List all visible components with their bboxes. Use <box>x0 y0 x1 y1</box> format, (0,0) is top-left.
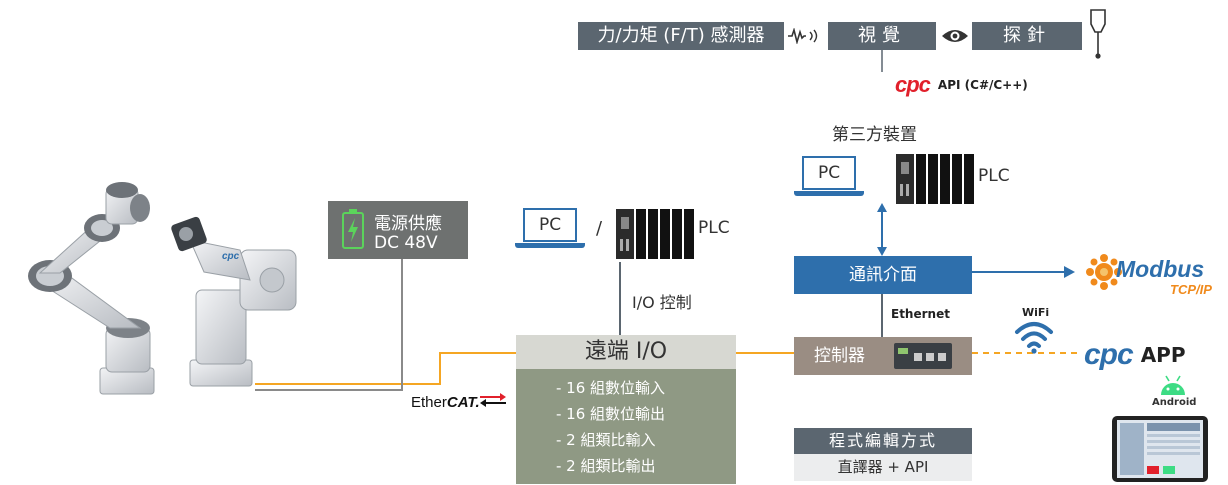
remote-io-item: - 16 組數位輸入 <box>556 379 666 397</box>
ethercat-prefix: Ether <box>411 394 447 411</box>
programming-title-label: 程式編輯方式 <box>828 431 937 450</box>
remote-io-item: - 16 組數位輸出 <box>556 405 666 423</box>
left-plc-label: PLC <box>698 218 730 238</box>
ethercat-arrows-icon <box>480 393 506 407</box>
ethernet-label: Ethernet <box>891 307 950 321</box>
programming-value-label: 直譯器 + API <box>837 458 929 476</box>
left-laptop-icon: PC <box>523 208 577 242</box>
io-control-label: I/O 控制 <box>632 293 692 312</box>
laptop-icon: PC <box>802 156 856 190</box>
pc-plc-separator: / <box>596 218 603 239</box>
cpc-logo: cpc <box>895 72 931 97</box>
api-label: API (C#/C++) <box>937 78 1028 92</box>
remote-io-list: - 16 組數位輸入 - 16 組數位輸出 - 2 組類比輸入 - 2 組類比輸… <box>516 369 736 484</box>
ethercat-cable <box>255 352 516 385</box>
api-label-group: cpc API (C#/C++) <box>895 72 1028 97</box>
programming-title: 程式編輯方式 <box>794 428 972 454</box>
remote-io-item: - 2 組類比輸入 <box>556 431 656 449</box>
tablet-icon <box>1112 416 1208 482</box>
modbus-name: Modbus <box>1116 256 1205 282</box>
controller-device-icon <box>894 343 952 369</box>
app-cpc-logo: cpc <box>1084 338 1134 371</box>
ft-sensor-box: 力/力矩 (F/T) 感測器 <box>578 22 784 50</box>
probe-icon <box>1090 9 1106 59</box>
modbus-sub: TCP/IP <box>1170 282 1212 297</box>
third-party-pc: PC <box>794 156 868 202</box>
modbus-gear-icon <box>1086 254 1122 290</box>
probe-box: 探針 <box>972 22 1082 50</box>
wifi-icon <box>1015 322 1053 354</box>
third-party-pc-label: PC <box>817 163 841 183</box>
android-label: Android <box>1152 397 1197 408</box>
power-line1: 電源供應 <box>374 214 442 234</box>
ethercat-suffix: CAT. <box>446 394 480 411</box>
modbus-logo: Modbus TCP/IP <box>1086 250 1226 300</box>
power-cable <box>255 259 403 391</box>
left-pc: PC <box>515 208 589 254</box>
battery-icon <box>342 209 364 249</box>
controller-box: 控制器 <box>794 337 972 375</box>
probe-label: 探針 <box>1003 25 1051 46</box>
remote-io-title: 遠端 I/O <box>516 335 736 369</box>
power-supply-box: 電源供應 DC 48V <box>328 201 468 259</box>
ethercat-logo: Ether CAT. <box>411 394 480 414</box>
cobot-arm-image <box>28 182 155 395</box>
comm-interface-box: 通訊介面 <box>794 256 972 294</box>
app-label-group: cpc APP <box>1084 338 1186 372</box>
power-line2: DC 48V <box>374 233 438 253</box>
remote-io-item: - 2 組類比輸出 <box>556 457 656 475</box>
programming-value: 直譯器 + API <box>794 454 972 481</box>
signal-wave-icon <box>788 28 818 44</box>
app-label: APP <box>1140 343 1186 367</box>
comm-interface-label: 通訊介面 <box>849 265 917 285</box>
left-pc-label: PC <box>538 215 562 235</box>
scara-robot-image <box>171 216 297 387</box>
eye-icon <box>942 30 968 42</box>
vision-label: 視覺 <box>858 25 906 46</box>
vision-box: 視覺 <box>828 22 936 50</box>
third-party-plc-icon <box>896 154 974 204</box>
robot-brand-label: cpc <box>222 251 240 262</box>
left-plc-icon <box>616 209 694 259</box>
controller-label: 控制器 <box>814 346 865 366</box>
ft-sensor-label: 力/力矩 (F/T) 感測器 <box>597 25 765 46</box>
wifi-label: WiFi <box>1022 306 1050 319</box>
android-icon <box>1161 375 1185 395</box>
third-party-plc-label: PLC <box>978 166 1010 186</box>
remote-io-title-label: 遠端 I/O <box>584 339 668 364</box>
third-party-title: 第三方裝置 <box>832 125 917 145</box>
